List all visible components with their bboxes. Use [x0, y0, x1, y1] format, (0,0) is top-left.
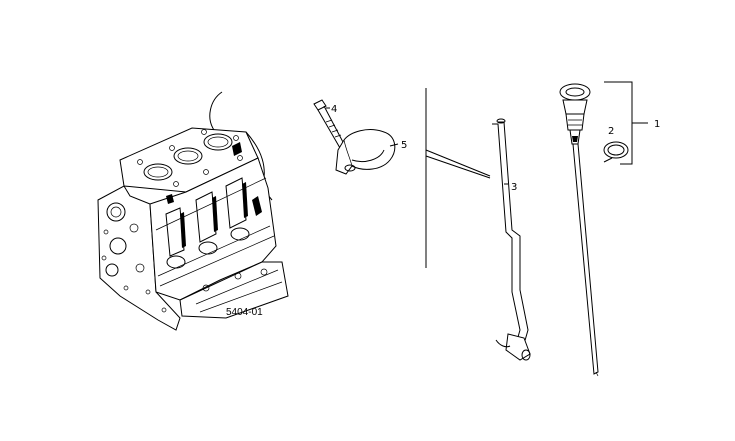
dipstick-tube-part — [425, 88, 531, 361]
callout-label-2: 2 — [608, 126, 614, 137]
callout-label-3: 3 — [511, 182, 517, 193]
o-ring-part — [603, 141, 629, 159]
engine-block-illustration — [97, 91, 289, 331]
bolt-part — [313, 99, 345, 149]
leader-lines — [326, 107, 648, 185]
callout-label-4: 4 — [331, 104, 337, 115]
callout-label-5: 5 — [401, 140, 407, 151]
pipe-clamp-part — [335, 129, 396, 175]
callout-label-1: 1 — [654, 119, 660, 130]
dipstick-part — [559, 83, 599, 377]
figure-reference-code: 5404-01 — [226, 307, 263, 318]
